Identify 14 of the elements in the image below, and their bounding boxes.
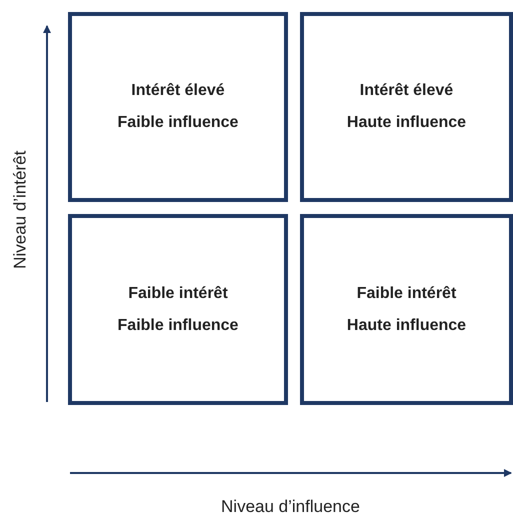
quadrant-text: Faible influence (118, 113, 238, 133)
quadrant-box (68, 214, 288, 405)
axis-label: Niveau d’intérêt (9, 150, 30, 270)
quadrant-text: Faible intérêt (128, 284, 228, 304)
quadrant-text: Haute influence (346, 316, 466, 336)
quadrant-text: Haute influence (346, 113, 466, 133)
quadrant-text: Faible influence (118, 316, 238, 336)
quadrant-box (68, 12, 288, 202)
quadrant-text: Intérêt élevé (360, 81, 454, 101)
quadrant-box (300, 214, 513, 405)
quadrant-text: Faible intérêt (356, 284, 456, 304)
quadrant-box (300, 12, 513, 202)
axis-label: Niveau d’influence (221, 496, 360, 515)
quadrant-text: Intérêt élevé (131, 81, 225, 101)
